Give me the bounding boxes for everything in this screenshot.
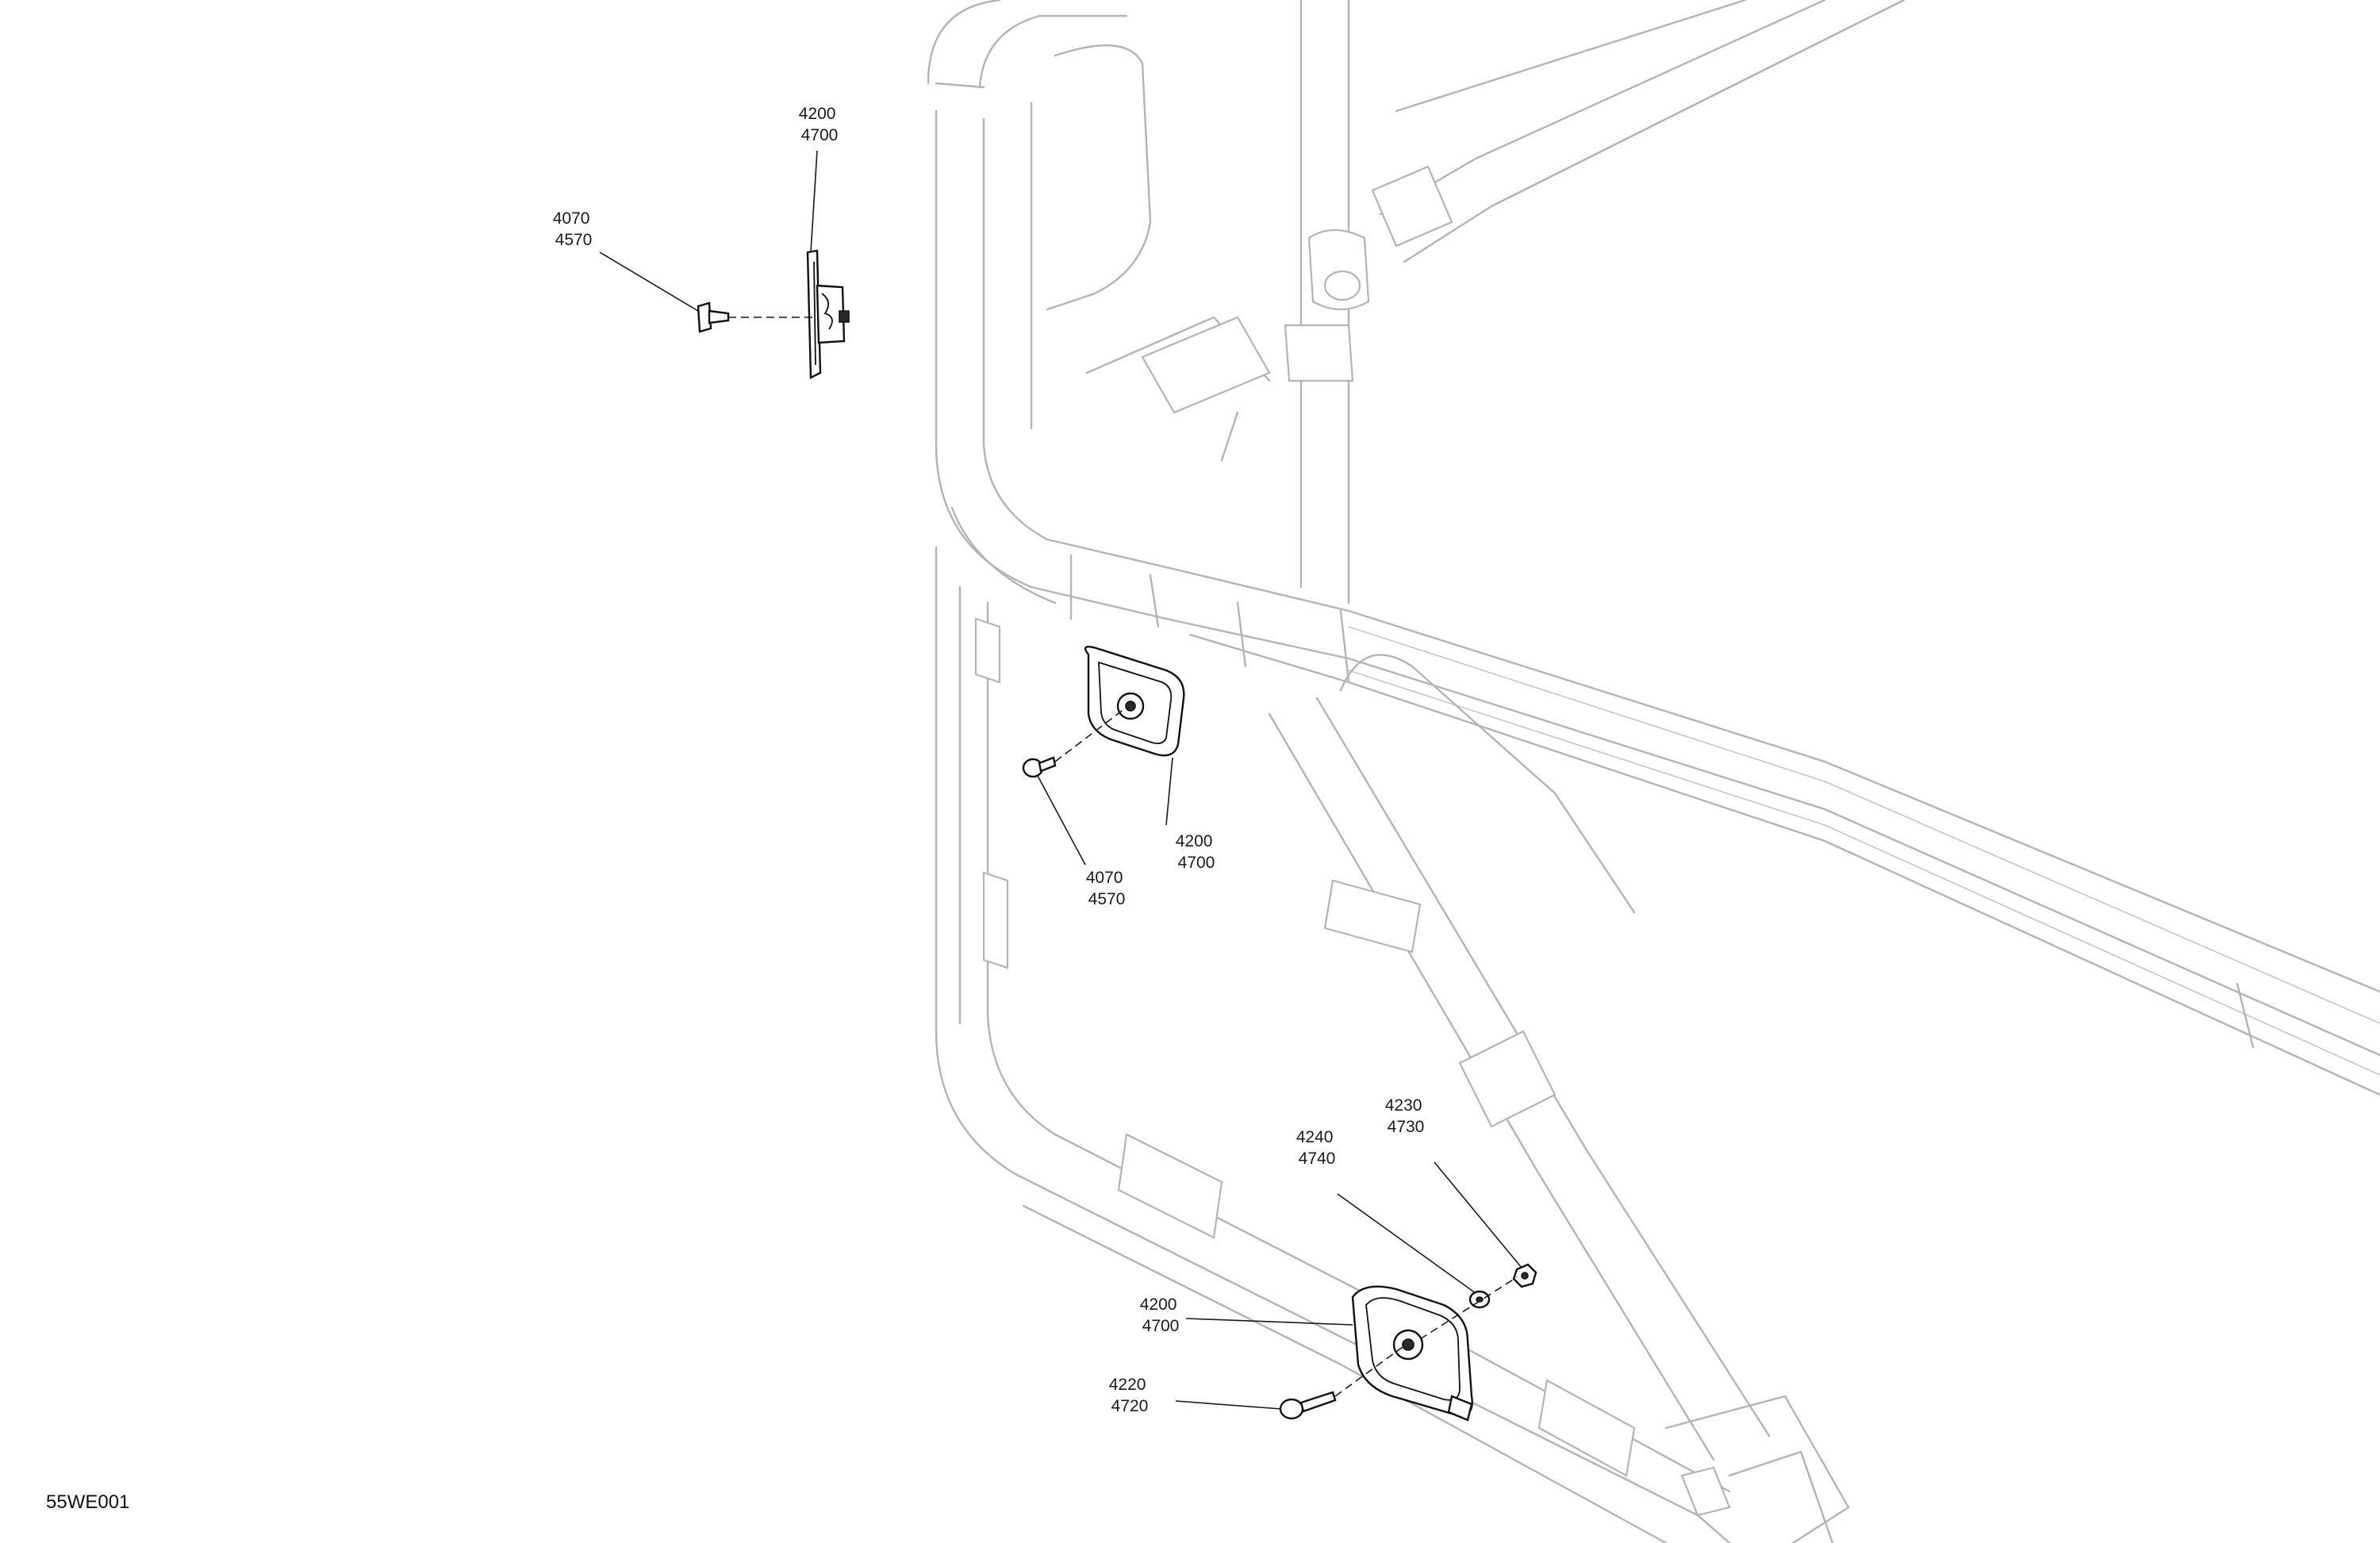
diagram-ref: 55WE001 xyxy=(46,1491,129,1513)
callout-c2: 4070 4570 xyxy=(553,209,595,249)
callout-c3: 4200 4700 xyxy=(1176,832,1218,872)
axis-line-4 xyxy=(1419,1276,1518,1340)
callout-c6: 4240 4740 xyxy=(1296,1128,1338,1168)
plate-middle xyxy=(1084,646,1185,757)
callout-c4: 4070 4570 xyxy=(1086,869,1128,908)
callout-c5: 4230 4730 xyxy=(1385,1096,1427,1136)
bolt-lower xyxy=(1279,1391,1337,1420)
frame-outline xyxy=(927,0,2380,1543)
leader-lines xyxy=(599,150,1522,1410)
callout-c7: 4200 4700 xyxy=(1140,1295,1182,1335)
screw-exploded xyxy=(697,301,730,333)
plate-assembly-exploded xyxy=(806,249,850,379)
plate-lower xyxy=(1351,1285,1473,1422)
callout-labels: 4200 4700 4070 4570 4200 4700 4070 4570 … xyxy=(553,105,1427,1415)
washer-lower xyxy=(1468,1290,1491,1309)
callout-c1: 4200 4700 xyxy=(799,105,841,144)
axis-line-3 xyxy=(1334,1346,1403,1397)
nut-lower xyxy=(1512,1263,1537,1288)
callout-c8: 4220 4720 xyxy=(1109,1376,1151,1415)
axis-line-2 xyxy=(1054,708,1126,762)
screw-middle xyxy=(1022,756,1057,778)
